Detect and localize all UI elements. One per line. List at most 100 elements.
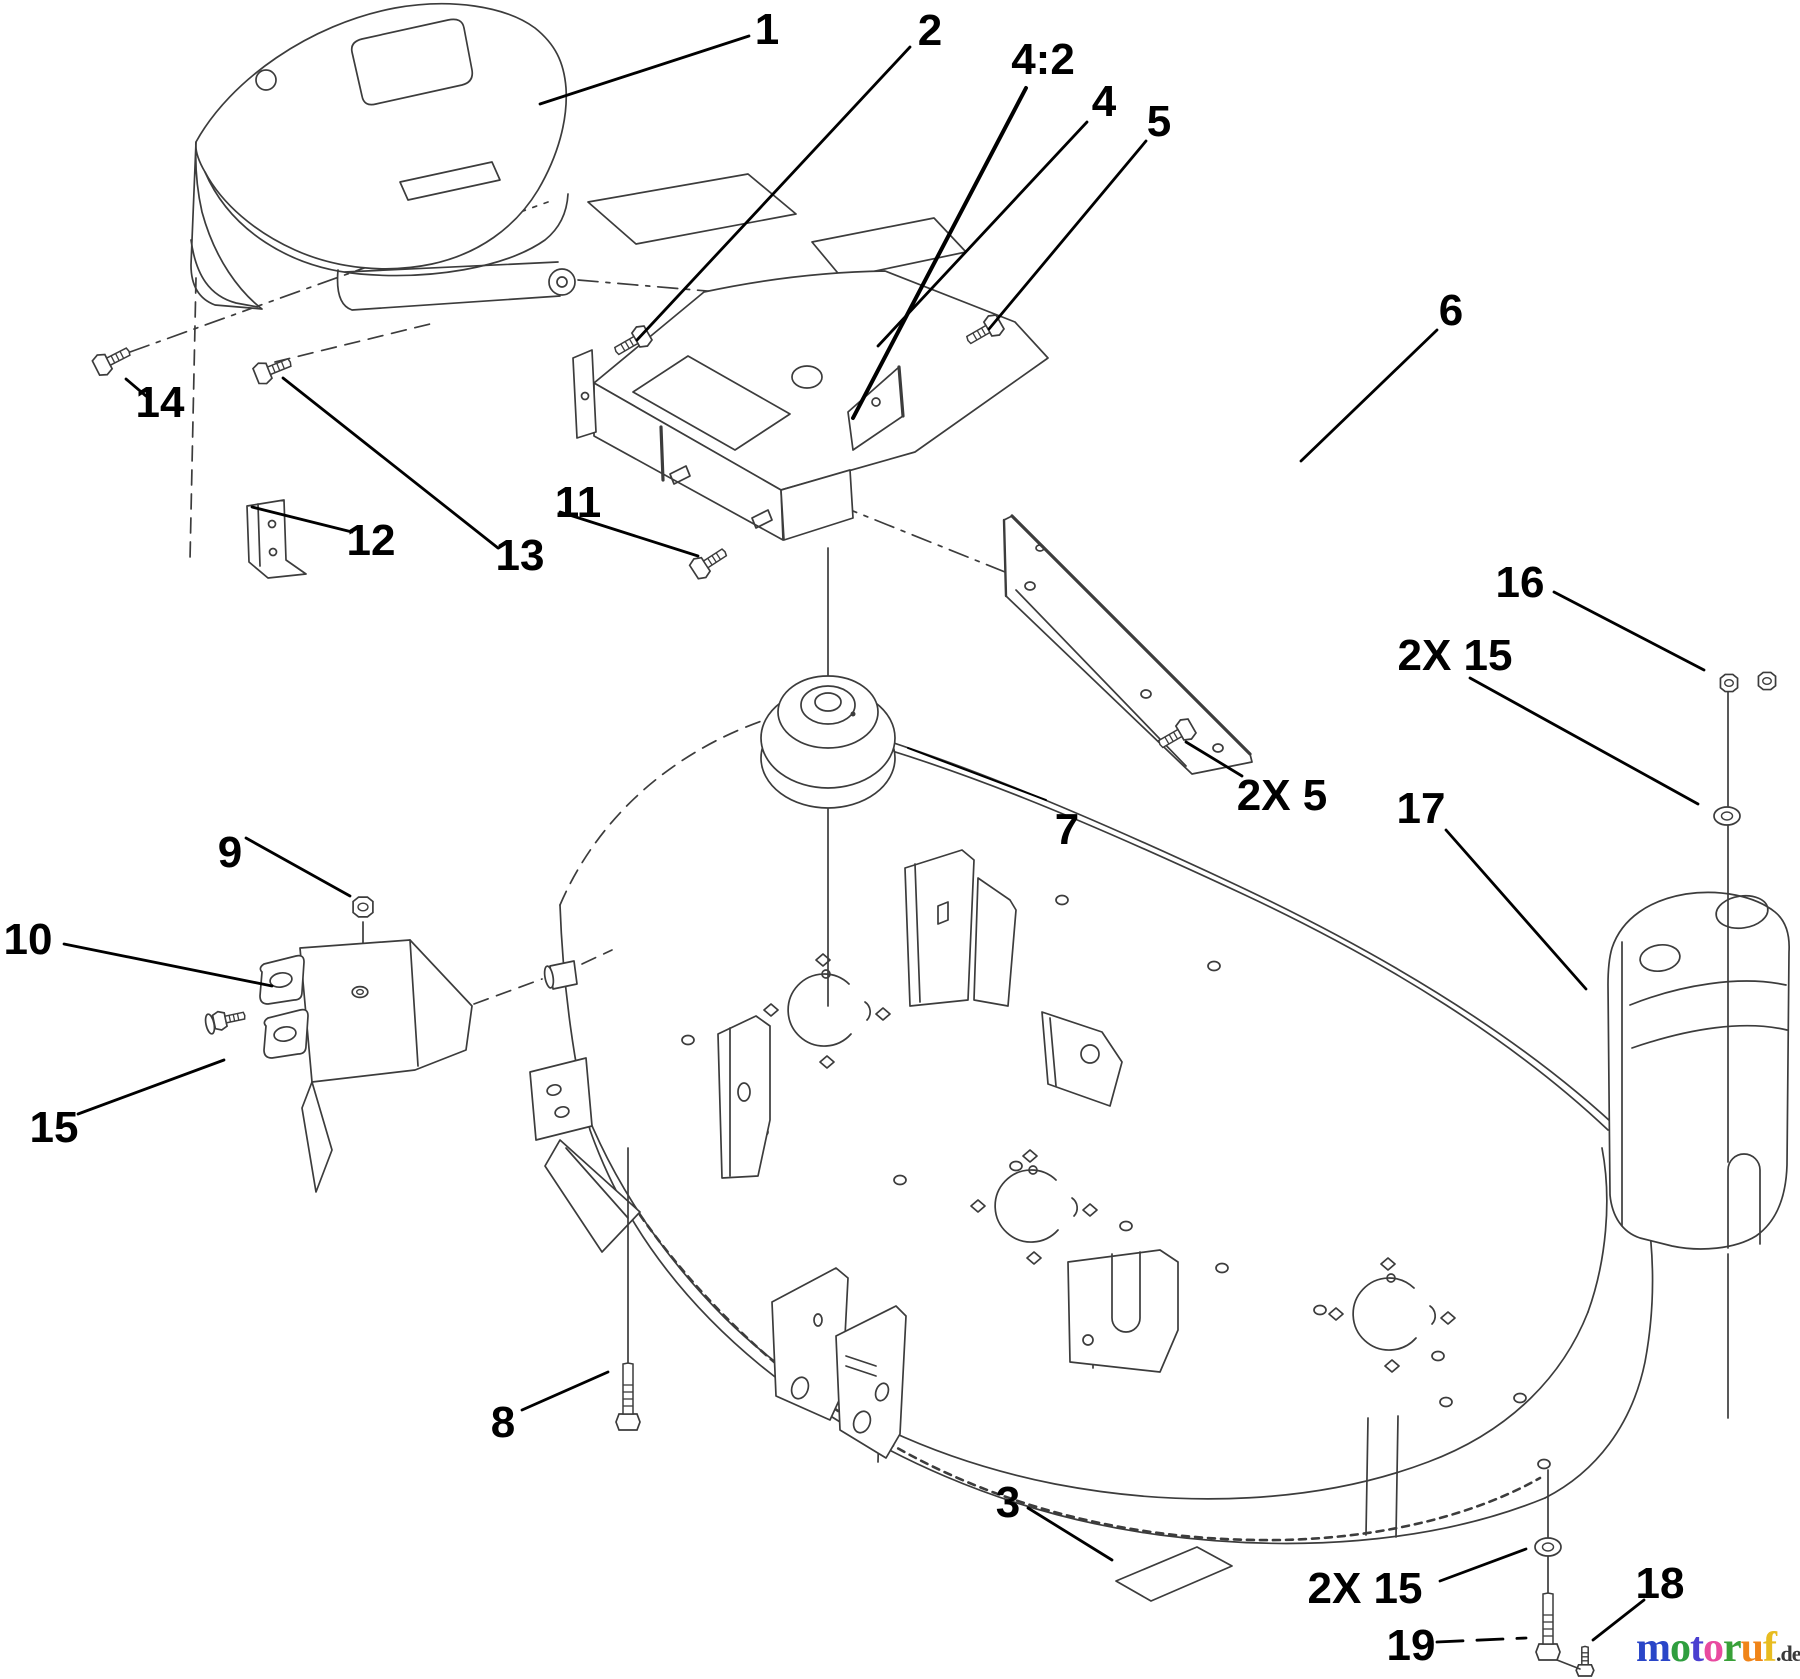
cover-left-wing xyxy=(573,350,596,438)
callout-leader-6 xyxy=(1301,330,1437,461)
callout-leader-5 xyxy=(989,141,1146,329)
deck-back-edge-hidden xyxy=(560,712,790,905)
callout-label-13: 13 xyxy=(496,531,545,580)
callout-label-8: 8 xyxy=(491,1398,515,1447)
callout-leader-9 xyxy=(246,838,350,896)
deck-bracket-rear xyxy=(1042,1012,1122,1106)
cover-hole xyxy=(792,366,822,388)
motoruf-watermark: motoruf.de xyxy=(1636,1624,1800,1672)
chute-hole xyxy=(256,70,276,90)
callout-label-6: 6 xyxy=(1439,286,1463,335)
chute-pivot-axis xyxy=(190,278,196,560)
bolt-19 xyxy=(1535,1592,1561,1661)
callout-label-2X15B: 2X 15 xyxy=(1308,1564,1423,1613)
bolt-14 xyxy=(90,340,135,379)
chute-hinge-arm xyxy=(338,262,560,310)
callout-leader-19 xyxy=(1437,1638,1526,1642)
callout-leader-11 xyxy=(560,512,698,556)
callout-leaders xyxy=(64,36,1704,1642)
callout-leader-16 xyxy=(1554,592,1704,670)
deck-seam xyxy=(1366,1418,1368,1535)
bolt-11 xyxy=(687,541,732,583)
chute-hinge-ring xyxy=(549,269,575,295)
hanger-ear-top xyxy=(260,956,304,1004)
mower-deck xyxy=(530,712,1652,1543)
deck-back-edge xyxy=(790,712,1652,1498)
spindle-boss-left xyxy=(764,954,890,1068)
bolt-15-left xyxy=(211,1005,248,1032)
callout-leader-2X5 xyxy=(1186,742,1242,776)
bolt-18 xyxy=(1575,1645,1595,1677)
chute-apron xyxy=(205,172,568,276)
hanger-bracket-assembly xyxy=(260,922,577,1192)
watermark-letter: o xyxy=(1670,1625,1691,1671)
mount-plate-edge xyxy=(588,174,796,244)
callout-label-2: 2 xyxy=(918,6,942,55)
nut-16b xyxy=(1757,671,1777,691)
deck-bracket-front xyxy=(1068,1250,1178,1372)
washer-15-bottom xyxy=(1534,1537,1562,1557)
deck-decal xyxy=(1116,1547,1232,1601)
spindle-boss-center xyxy=(971,1150,1097,1264)
nut-9 xyxy=(352,896,374,918)
callout-label-4-2: 4:2 xyxy=(1011,35,1075,84)
spindle-boss-right xyxy=(1329,1258,1455,1372)
callout-label-10: 10 xyxy=(4,915,53,964)
cover-decal-recess xyxy=(633,356,790,450)
callout-leader-10 xyxy=(64,944,272,986)
watermark-letter: r xyxy=(1723,1625,1742,1671)
callout-leader-14 xyxy=(126,379,146,396)
callout-leader-15 xyxy=(78,1060,224,1114)
callout-leader-18 xyxy=(1593,1600,1644,1640)
callout-label-2X5: 2X 5 xyxy=(1237,771,1328,820)
callout-leader-4-2 xyxy=(853,88,1026,418)
deck-back-band xyxy=(810,728,1608,1130)
baffle-plates xyxy=(772,1268,906,1458)
callout-leader-7 xyxy=(908,748,1046,800)
watermark-letter: t xyxy=(1690,1625,1704,1671)
callout-label-5: 5 xyxy=(1147,97,1171,146)
support-brace xyxy=(1004,516,1252,774)
callout-label-11: 11 xyxy=(555,478,602,527)
watermark-letter: u xyxy=(1740,1625,1764,1671)
callout-leader-2X15B xyxy=(1440,1549,1526,1581)
washer-15-right xyxy=(1713,806,1741,826)
callout-leader-3 xyxy=(1028,1508,1112,1560)
l-bracket xyxy=(247,500,306,578)
callout-leader-13 xyxy=(283,378,498,548)
deck-cap-inner xyxy=(1588,1148,1607,1312)
watermark-letter: o xyxy=(1703,1625,1724,1671)
nut-16a xyxy=(1719,673,1739,693)
callout-label-17: 17 xyxy=(1397,784,1446,833)
watermark-suffix: .de xyxy=(1776,1641,1800,1666)
watermark-letter: f xyxy=(1763,1625,1777,1671)
callout-leader-1 xyxy=(540,36,749,104)
deck-seam xyxy=(1396,1416,1398,1537)
hanger-bracket-tail xyxy=(302,1082,332,1192)
callout-label-7: 7 xyxy=(1055,805,1079,854)
chute-foot xyxy=(191,240,258,307)
callout-label-1: 1 xyxy=(755,5,779,54)
callout-label-2X15R: 2X 15 xyxy=(1398,631,1513,680)
cover-front-band-right xyxy=(781,470,853,540)
hanger-bracket xyxy=(300,940,472,1082)
chute-side-panel xyxy=(191,142,262,309)
callout-leader-2X15R xyxy=(1470,678,1698,804)
hanger-pin xyxy=(550,961,577,989)
watermark-letter: m xyxy=(1636,1625,1671,1671)
front-left-gusset xyxy=(530,1058,640,1252)
deck-lip-hatch xyxy=(640,1215,1540,1540)
callout-leader-12 xyxy=(252,507,352,532)
chute-slot xyxy=(400,162,500,200)
callout-leader-2 xyxy=(637,47,910,340)
belt-cover-top xyxy=(573,271,1048,540)
belt-guard-plate xyxy=(718,1016,770,1178)
washer-15-left xyxy=(204,1013,216,1034)
callout-label-3: 3 xyxy=(996,1478,1020,1527)
chute-hood xyxy=(196,4,566,269)
callout-label-14: 14 xyxy=(136,378,185,427)
callout-label-19: 19 xyxy=(1387,1621,1436,1670)
